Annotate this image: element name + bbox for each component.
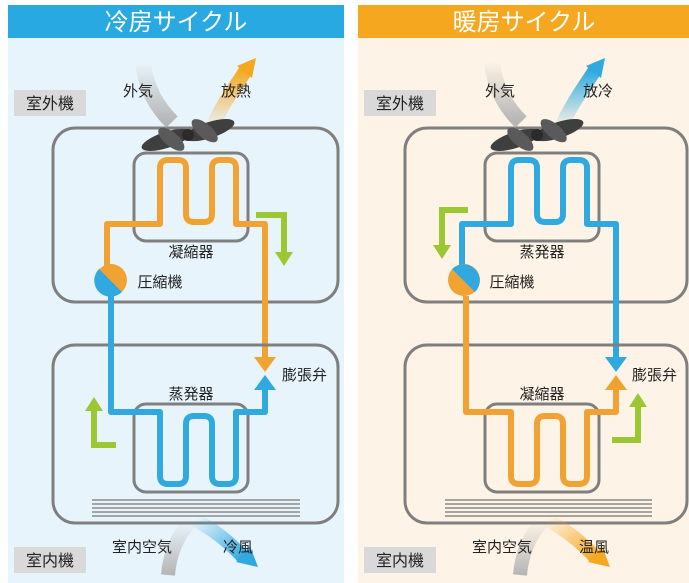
- cooling-top-coil-label: 凝縮器: [168, 243, 213, 261]
- cooling-top-coil-box: [132, 151, 250, 243]
- cooling-title: 冷房サイクル: [105, 8, 248, 36]
- heating-bottom-coil-box: [483, 402, 601, 494]
- cooling-output-air-arrowhead-icon: [236, 546, 258, 567]
- cooling-header: [8, 5, 344, 38]
- heating-compressor-icon: [448, 264, 480, 296]
- heating-exhaust-label: 放冷: [583, 82, 613, 100]
- heating-hot-refrigerant-pipe: [463, 296, 619, 487]
- cooling-valve-outlet-arrowhead-icon: [254, 375, 276, 390]
- cooling-room-air-flow-arrow: [161, 517, 196, 576]
- heating-output-air-arrowhead-icon: [588, 546, 610, 567]
- heating-cold-refrigerant-pipe: [459, 157, 619, 360]
- cooling-output-air-flow-arrow: [191, 513, 250, 563]
- heating-bottom-coil-label: 凝縮器: [519, 385, 564, 403]
- cooling-bottom-coil-box: [132, 402, 250, 494]
- cooling-panel: 冷房サイクル 室外機 外気 放熱 凝縮器: [8, 5, 344, 583]
- cooling-output-air-label: 冷風: [223, 538, 253, 556]
- heating-indoor-unit-tag: [364, 547, 436, 573]
- cooling-exhaust-label: 放熱: [221, 82, 251, 100]
- cooling-room-air-label: 室内空気: [112, 538, 172, 556]
- heating-header: [358, 5, 689, 38]
- heating-indoor-grille: [445, 499, 652, 517]
- heating-outside-air-flow-arrow: [484, 60, 527, 128]
- cooling-valve-label: 膨張弁: [282, 366, 327, 384]
- heating-compressor-label: 圧縮機: [489, 273, 534, 291]
- cooling-compressor-label: 圧縮機: [137, 273, 182, 291]
- cooling-indoor-flow-arrow-icon: [91, 408, 116, 448]
- heating-room-air-label: 室内空気: [472, 538, 532, 556]
- heating-output-air-flow-arrow: [543, 513, 602, 563]
- cooling-indoor-grille: [92, 499, 300, 517]
- heating-title: 暖房サイクル: [453, 8, 596, 36]
- heating-output-air-label: 温風: [579, 538, 609, 556]
- heating-panel: 暖房サイクル 室外機 外気 放冷 蒸発器 圧縮機: [358, 5, 689, 583]
- heating-outdoor-unit-label: 室外機: [376, 94, 424, 113]
- heating-exhaust-arrowhead-icon: [586, 58, 605, 78]
- cooling-hot-refrigerant-pipe: [104, 157, 268, 360]
- heating-top-coil-label: 蒸発器: [519, 243, 564, 261]
- cooling-cold-refrigerant-pipe: [108, 296, 268, 487]
- heating-indoor-unit-label: 室内機: [376, 551, 424, 570]
- heating-outside-air-label: 外気: [485, 82, 515, 100]
- heating-valve-label: 膨張弁: [632, 366, 677, 384]
- heating-top-coil-box: [483, 151, 601, 243]
- cooling-compressor-icon: [94, 264, 127, 297]
- cooling-fan-icon: [141, 119, 235, 151]
- heating-fan-icon: [490, 119, 584, 151]
- heating-room-air-flow-arrow: [513, 517, 548, 576]
- heating-outdoor-flow-arrow-icon: [439, 207, 468, 248]
- cooling-exhaust-arrowhead-icon: [237, 58, 256, 78]
- cooling-outside-air-flow-arrow: [135, 60, 178, 128]
- cooling-outside-air-label: 外気: [123, 82, 153, 100]
- cooling-outdoor-unit-tag: [14, 90, 86, 116]
- heating-valve-inlet-arrowhead-icon: [605, 357, 627, 372]
- cooling-indoor-unit-tag: [14, 547, 86, 573]
- cooling-bottom-coil-label: 蒸発器: [168, 385, 213, 403]
- cooling-indoor-unit-label: 室内機: [26, 551, 74, 570]
- heating-valve-outlet-arrowhead-icon: [605, 375, 627, 390]
- heating-indoor-flow-arrow-icon: [612, 404, 641, 443]
- cooling-outdoor-unit-label: 室外機: [26, 94, 74, 113]
- heating-outdoor-unit-tag: [364, 90, 436, 116]
- cooling-outdoor-flow-arrow-icon: [256, 212, 287, 255]
- cooling-valve-inlet-arrowhead-icon: [254, 357, 276, 372]
